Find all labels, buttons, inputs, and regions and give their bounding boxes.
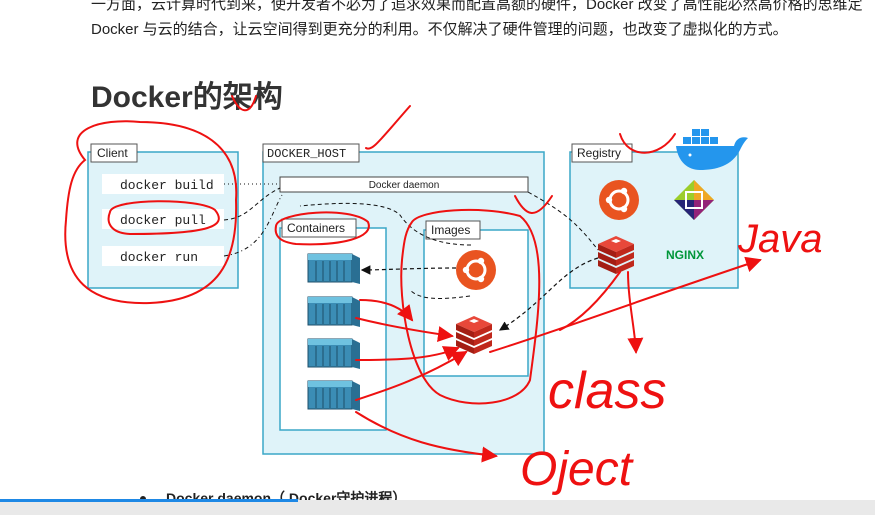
docker-daemon-label: Docker daemon <box>369 180 440 191</box>
docker-host-label: DOCKER_HOST <box>267 147 346 161</box>
container-3 <box>307 338 361 370</box>
registry-panel: Registry NGINX <box>569 129 748 289</box>
registry-label: Registry <box>577 146 621 160</box>
client-label: Client <box>97 146 128 160</box>
container-4 <box>307 380 361 412</box>
command-docker-run: docker run <box>120 250 198 265</box>
container-2 <box>307 296 361 328</box>
ubuntu-image-icon <box>456 250 496 290</box>
video-progress-bar[interactable] <box>0 499 298 502</box>
intro-paragraph-line-2: Docker 与云的结合，让云空间得到更充分的利用。不仅解决了硬件管理的问题，也… <box>91 21 788 38</box>
object-annotation: Oject <box>520 443 634 496</box>
client-panel: Client docker build docker pull docker r… <box>87 143 239 289</box>
docker-host-panel: DOCKER_HOST Docker daemon Containers Ima… <box>262 143 545 455</box>
command-docker-pull: docker pull <box>120 213 206 228</box>
bottom-toolbar <box>0 500 875 515</box>
centos-registry-icon <box>674 180 714 220</box>
redis-registry-icon <box>598 236 634 274</box>
redis-image-icon <box>456 316 492 354</box>
command-docker-build: docker build <box>120 178 214 193</box>
nginx-logo: NGINX <box>666 248 704 262</box>
containers-label: Containers <box>287 221 345 235</box>
intro-paragraph-line-1: 一方面，云计算时代到来，使开发者不必为了追求效果而配置高额的硬件，Docker … <box>91 0 863 13</box>
docker-whale-icon <box>676 129 748 170</box>
images-label: Images <box>431 223 470 237</box>
ubuntu-registry-icon <box>599 180 639 220</box>
class-annotation: class <box>548 362 666 420</box>
handwritten-annotations <box>64 95 762 463</box>
java-annotation: Java <box>737 217 823 261</box>
container-1 <box>307 253 361 285</box>
